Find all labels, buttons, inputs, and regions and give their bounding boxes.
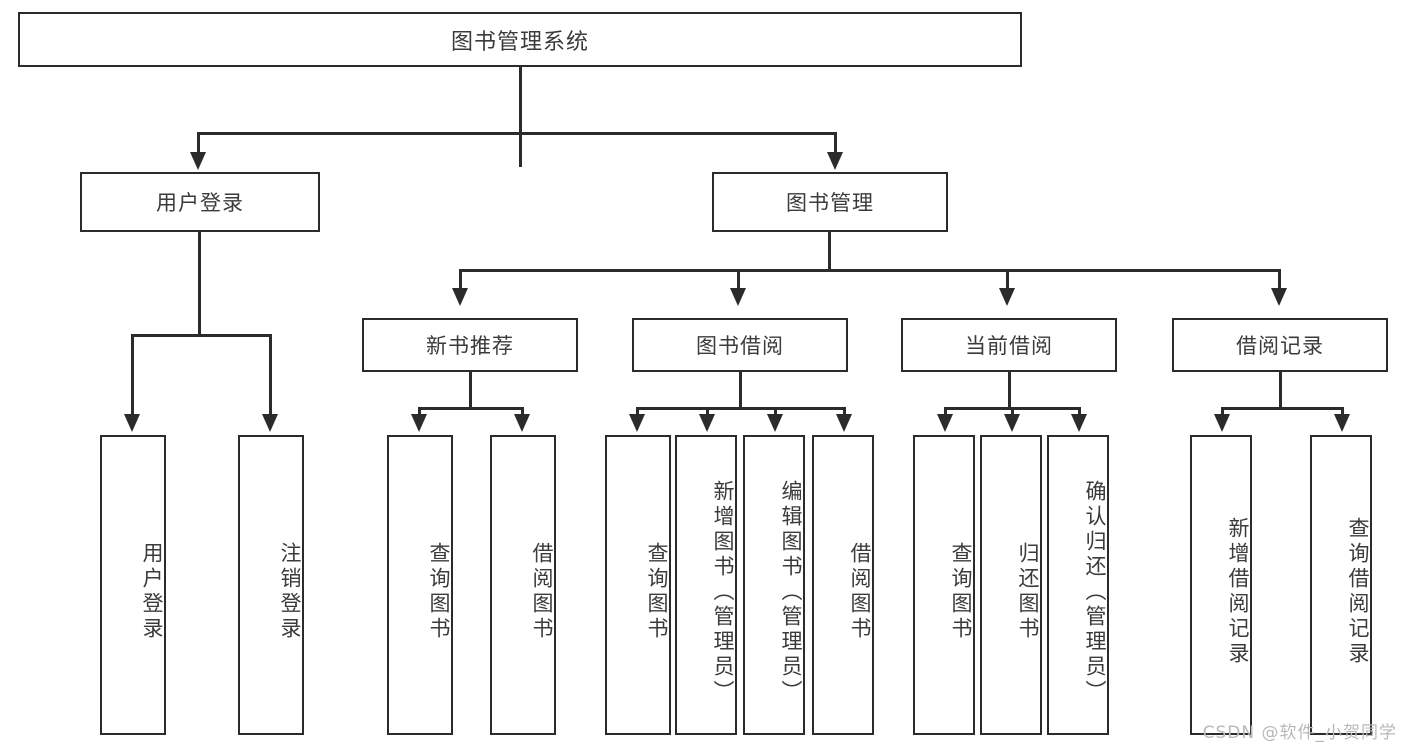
node-user-login[interactable]: 用户登录 (80, 172, 320, 232)
node-leaf-add-record[interactable]: 新增借阅记录 (1190, 435, 1252, 735)
node-book-borrow-label: 图书借阅 (696, 334, 784, 358)
connector-bm-to-new-book-recommend (459, 269, 462, 291)
node-book-management[interactable]: 图书管理 (712, 172, 948, 232)
node-leaf-query-record-label: 查询借阅记录 (1346, 517, 1370, 667)
arrowhead-bm-to-new-book-recommend (452, 288, 468, 306)
node-leaf-return-book[interactable]: 归还图书 (980, 435, 1042, 735)
node-leaf-borrow-book-1[interactable]: 借阅图书 (490, 435, 556, 735)
arrowhead-bb-to-leaf-3 (767, 414, 783, 432)
node-leaf-query-book-2[interactable]: 查询图书 (605, 435, 671, 735)
connector-root-bus (197, 132, 837, 135)
node-leaf-add-record-label: 新增借阅记录 (1226, 517, 1250, 667)
connector-root-to-user-login (197, 132, 200, 154)
connector-br-to-leaf-1 (1221, 407, 1224, 417)
node-leaf-query-book-3[interactable]: 查询图书 (913, 435, 975, 735)
connector-user-login-to-leaf-1 (131, 334, 134, 417)
node-leaf-query-book-3-label: 查询图书 (949, 542, 973, 642)
arrowhead-cb-to-leaf-2 (1004, 414, 1020, 432)
node-leaf-confirm-return-label: 确认归还（管理员） (1083, 479, 1107, 705)
node-user-login-label: 用户登录 (156, 191, 244, 215)
connector-cb-to-leaf-3 (1078, 407, 1081, 417)
node-new-book-recommend[interactable]: 新书推荐 (362, 318, 578, 372)
node-current-borrow-label: 当前借阅 (965, 334, 1053, 358)
arrowhead-cb-to-leaf-3 (1071, 414, 1087, 432)
connector-nbr-bus (418, 407, 521, 410)
connector-cb-stem (1008, 372, 1011, 410)
connector-bb-to-leaf-3 (774, 407, 777, 417)
node-root-label: 图书管理系统 (450, 29, 589, 55)
connector-br-stem (1279, 372, 1282, 410)
connector-user-login-stem (198, 232, 201, 336)
node-leaf-add-book[interactable]: 新增图书（管理员） (675, 435, 737, 735)
connector-nbr-stem (469, 372, 472, 410)
connector-user-login-to-leaf-2 (269, 334, 272, 417)
arrowhead-nbr-to-leaf-1 (411, 414, 427, 432)
node-borrow-record-label: 借阅记录 (1236, 334, 1324, 358)
node-leaf-edit-book-label: 编辑图书（管理员） (779, 479, 803, 705)
connector-root-to-book-management (834, 132, 837, 154)
arrowhead-br-to-leaf-1 (1214, 414, 1230, 432)
arrowhead-root-to-user-login (190, 152, 206, 170)
arrowhead-root-to-book-management (827, 152, 843, 170)
node-leaf-edit-book[interactable]: 编辑图书（管理员） (743, 435, 805, 735)
node-leaf-logout[interactable]: 注销登录 (238, 435, 304, 735)
node-book-management-label: 图书管理 (786, 191, 874, 215)
connector-bb-to-leaf-2 (706, 407, 709, 417)
connector-bb-stem (739, 372, 742, 410)
arrowhead-br-to-leaf-2 (1334, 414, 1350, 432)
node-leaf-confirm-return[interactable]: 确认归还（管理员） (1047, 435, 1109, 735)
connector-br-to-leaf-2 (1341, 407, 1344, 417)
node-borrow-record[interactable]: 借阅记录 (1172, 318, 1388, 372)
connector-bb-to-leaf-4 (843, 407, 846, 417)
node-leaf-logout-label: 注销登录 (278, 542, 302, 642)
node-book-borrow[interactable]: 图书借阅 (632, 318, 848, 372)
arrowhead-bm-to-current-borrow (999, 288, 1015, 306)
node-leaf-query-record[interactable]: 查询借阅记录 (1310, 435, 1372, 735)
node-leaf-query-book-1[interactable]: 查询图书 (387, 435, 453, 735)
connector-bb-bus (636, 407, 844, 410)
node-leaf-borrow-book-2-label: 借阅图书 (848, 542, 872, 642)
connector-br-bus (1221, 407, 1341, 410)
node-leaf-add-book-label: 新增图书（管理员） (711, 479, 735, 705)
connector-root-stem (519, 67, 522, 167)
arrowhead-bb-to-leaf-2 (699, 414, 715, 432)
arrowhead-bb-to-leaf-4 (836, 414, 852, 432)
connector-bb-to-leaf-1 (636, 407, 639, 417)
connector-bm-to-borrow-record (1278, 269, 1281, 291)
node-leaf-user-login-label: 用户登录 (140, 542, 164, 642)
arrowhead-bm-to-book-borrow (730, 288, 746, 306)
node-leaf-borrow-book-2[interactable]: 借阅图书 (812, 435, 874, 735)
arrowhead-bm-to-borrow-record (1271, 288, 1287, 306)
arrowhead-user-login-to-leaf-1 (124, 414, 140, 432)
node-leaf-borrow-book-1-label: 借阅图书 (530, 542, 554, 642)
arrowhead-nbr-to-leaf-2 (514, 414, 530, 432)
node-leaf-query-book-1-label: 查询图书 (427, 542, 451, 642)
connector-user-login-bus (131, 334, 269, 337)
node-root[interactable]: 图书管理系统 (18, 12, 1022, 67)
node-leaf-query-book-2-label: 查询图书 (645, 542, 669, 642)
node-leaf-return-book-label: 归还图书 (1016, 542, 1040, 642)
node-new-book-recommend-label: 新书推荐 (426, 334, 514, 358)
connector-book-management-bus (459, 269, 1281, 272)
node-leaf-user-login[interactable]: 用户登录 (100, 435, 166, 735)
connector-nbr-to-leaf-1 (418, 407, 421, 417)
connector-cb-to-leaf-2 (1011, 407, 1014, 417)
connector-book-management-stem (828, 232, 831, 272)
connector-cb-to-leaf-1 (944, 407, 947, 417)
connector-bm-to-current-borrow (1006, 269, 1009, 291)
node-current-borrow[interactable]: 当前借阅 (901, 318, 1117, 372)
arrowhead-bb-to-leaf-1 (629, 414, 645, 432)
connector-nbr-to-leaf-2 (521, 407, 524, 417)
arrowhead-cb-to-leaf-1 (937, 414, 953, 432)
arrowhead-user-login-to-leaf-2 (262, 414, 278, 432)
connector-bm-to-book-borrow (737, 269, 740, 291)
